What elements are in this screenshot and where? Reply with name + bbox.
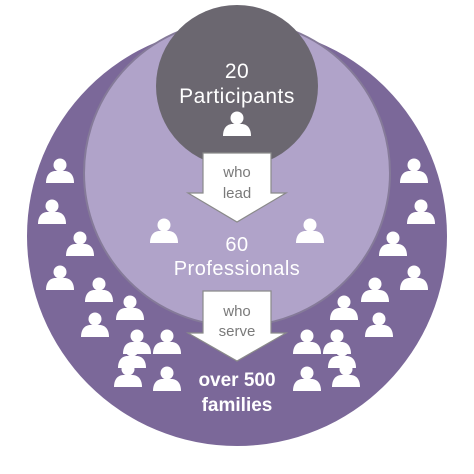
arrow-lead-line2: lead bbox=[222, 185, 252, 202]
arrow-serve-line2: serve bbox=[218, 323, 256, 340]
families-line2: families bbox=[201, 395, 273, 416]
families-line1: over 500 bbox=[198, 370, 276, 391]
arrow-lead-line1: who bbox=[223, 164, 251, 181]
arrow-who-serve bbox=[185, 290, 289, 362]
participants-count: 20 bbox=[224, 60, 250, 83]
inner-circle-participants bbox=[156, 5, 318, 167]
professionals-count: 60 bbox=[225, 234, 249, 256]
professionals-label: Professionals bbox=[173, 258, 301, 280]
arrow-who-lead bbox=[185, 152, 289, 223]
arrow-serve-line1: who bbox=[223, 303, 251, 320]
participants-label: Participants bbox=[179, 85, 295, 108]
